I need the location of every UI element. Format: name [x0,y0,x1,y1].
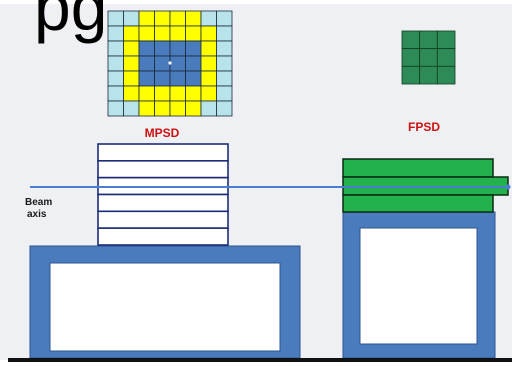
mpsd-grid-cell [200,70,217,87]
mpsd-grid-cell [169,85,186,102]
mpsd-grid-cell [185,10,202,27]
mpsd-grid-cell [138,100,155,117]
fpsd-grid-cell [419,30,438,50]
fpsd-grid-cell [419,48,438,67]
fpsd-label: FPSD [408,120,440,134]
mpsd-grid-cell [185,100,202,117]
mpsd-grid-cell [107,100,124,117]
mpsd-grid-cell [123,55,140,72]
mpsd-label: MPSD [145,126,180,140]
mpsd-grid-cell [216,10,233,27]
fpsd-detector-layer [342,194,494,213]
floor-line [8,358,512,362]
mpsd-detector-stack [97,143,229,246]
mpsd-grid-cell [107,85,124,102]
mpsd-grid-cell [169,25,186,42]
mpsd-grid-cell [216,70,233,87]
mpsd-grid-cell [107,55,124,72]
beam-axis-label-line1: Beam [25,197,52,208]
mpsd-detector-layer [97,227,229,246]
mpsd-grid-cell [169,70,186,87]
mpsd-grid-cell [200,40,217,57]
mpsd-detector-layer [97,210,229,229]
mpsd-grid-cell [185,70,202,87]
fpsd-support-stand [342,211,496,359]
mpsd-grid-cell [138,85,155,102]
cropped-heading-text: pg [34,0,107,44]
fpsd-segment-grid [401,30,456,85]
mpsd-grid-cell [123,70,140,87]
mpsd-grid-cell [216,25,233,42]
fpsd-grid-cell [401,48,421,67]
mpsd-detector-layer [97,160,229,179]
mpsd-grid-cell [107,70,124,87]
fpsd-grid-cell [419,65,438,85]
mpsd-grid-cell [169,10,186,27]
fpsd-detector-stack [342,158,509,213]
mpsd-grid-cell [200,25,217,42]
mpsd-grid-cell [138,25,155,42]
mpsd-grid-cell [154,40,171,57]
fpsd-stand-window [359,227,478,345]
mpsd-grid-cell [123,25,140,42]
mpsd-detector-layer [97,143,229,162]
mpsd-grid-cell [138,70,155,87]
mpsd-grid-cell [216,85,233,102]
mpsd-grid-cell [169,100,186,117]
mpsd-grid-cell [169,55,186,72]
mpsd-grid-cell [169,40,186,57]
mpsd-grid-cell [185,40,202,57]
mpsd-stand-window [49,262,281,352]
mpsd-grid-cell [185,55,202,72]
mpsd-grid-cell [154,70,171,87]
mpsd-grid-cell [200,10,217,27]
mpsd-grid-cell [154,85,171,102]
mpsd-grid-cell [185,25,202,42]
mpsd-grid-cell [200,55,217,72]
mpsd-grid-cell [123,100,140,117]
mpsd-grid-cell [138,55,155,72]
mpsd-grid-cell [185,85,202,102]
mpsd-center-dot [168,61,172,65]
mpsd-grid-cell [107,10,124,27]
mpsd-grid-cell [138,10,155,27]
mpsd-grid-cell [154,55,171,72]
mpsd-grid-cell [216,40,233,57]
mpsd-grid-cell [154,100,171,117]
mpsd-grid-cell [216,100,233,117]
mpsd-grid-cell [123,85,140,102]
mpsd-segment-grid [107,10,233,117]
mpsd-grid-cell [200,100,217,117]
fpsd-grid-cell [401,65,421,85]
fpsd-grid-cell [436,48,456,67]
mpsd-grid-cell [154,25,171,42]
fpsd-grid-cell [436,65,456,85]
beam-axis-end-marker [505,184,511,190]
mpsd-grid-cell [107,25,124,42]
mpsd-grid-cell [200,85,217,102]
beam-axis-label-line2: axis [27,209,47,220]
fpsd-detector-layer [342,158,494,178]
mpsd-grid-cell [138,40,155,57]
mpsd-grid-cell [216,55,233,72]
mpsd-grid-cell [154,10,171,27]
fpsd-grid-cell [401,30,421,50]
mpsd-detector-layer [97,193,229,213]
mpsd-support-stand [29,245,301,359]
mpsd-grid-cell [123,40,140,57]
mpsd-grid-cell [107,40,124,57]
fpsd-grid-cell [436,30,456,50]
mpsd-grid-cell [123,10,140,27]
